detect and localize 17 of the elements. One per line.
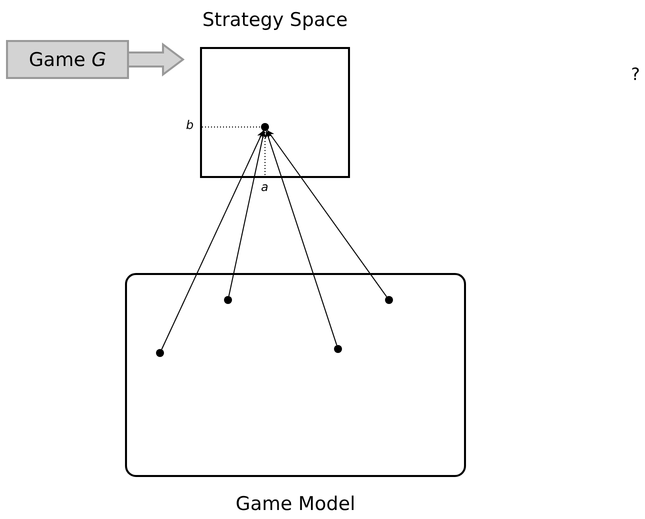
block-arrow — [128, 42, 185, 76]
point-dot — [261, 123, 269, 131]
input-box — [6, 40, 129, 79]
arrow — [228, 130, 266, 297]
point-dot — [334, 345, 342, 353]
point-dot — [224, 296, 232, 304]
input-label: Game G — [28, 48, 106, 70]
arrow — [161, 130, 264, 350]
question-mark: ? — [631, 65, 640, 85]
point-dot — [156, 349, 164, 357]
arrow — [265, 130, 338, 346]
box-title: Game Model — [234, 493, 356, 515]
point-dot — [385, 296, 393, 304]
axis-label: a — [261, 180, 268, 194]
arrow — [266, 130, 388, 298]
axis-label: b — [186, 118, 194, 132]
box-title: Strategy Space — [201, 9, 349, 31]
